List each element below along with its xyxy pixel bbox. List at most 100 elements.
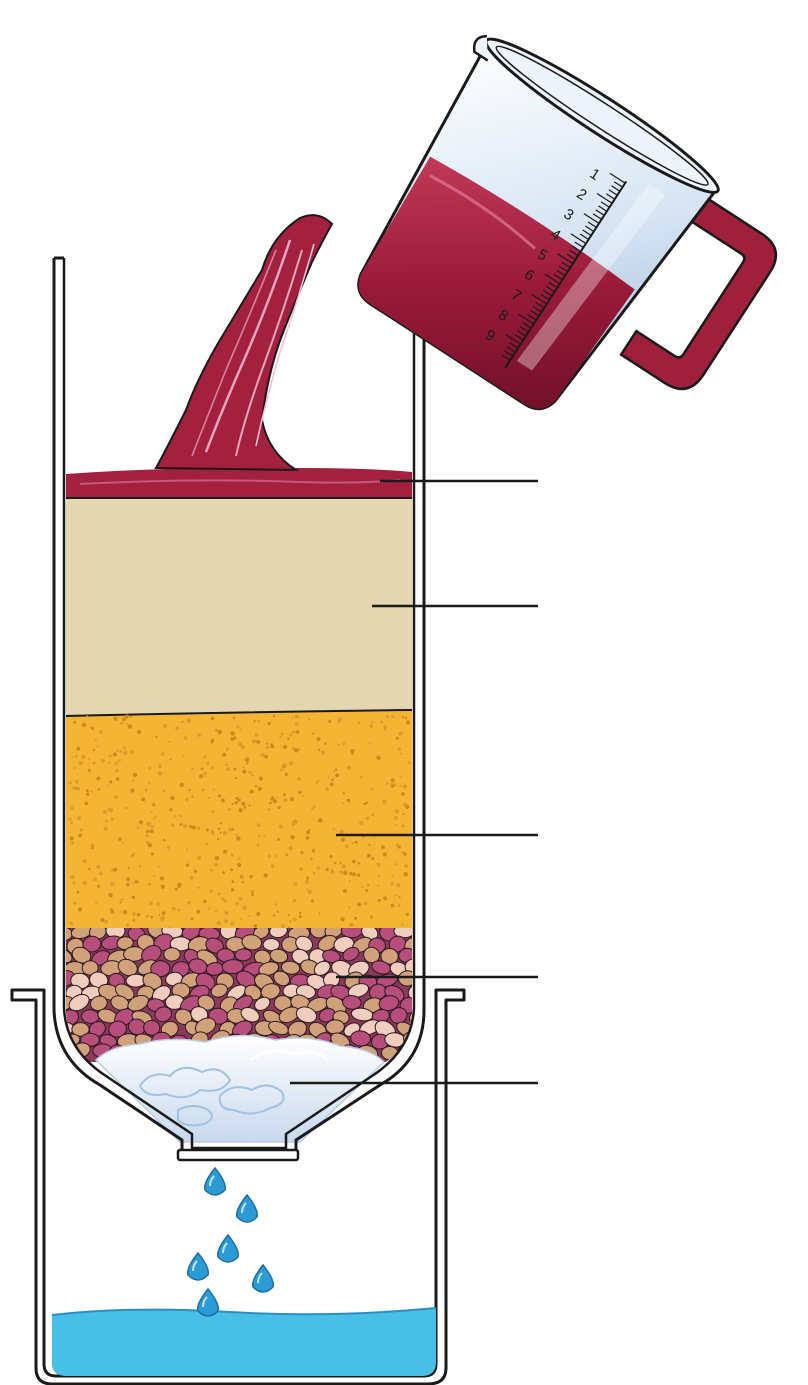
sand-grain: [340, 830, 344, 834]
sand-grain: [330, 783, 334, 787]
sand-grain: [73, 721, 76, 724]
sand-grain: [123, 746, 126, 749]
sand-grain: [248, 804, 250, 806]
sand-grain: [367, 884, 370, 887]
sand-grain: [223, 850, 227, 854]
sand-grain: [88, 868, 90, 870]
sand-grain: [86, 789, 89, 792]
sand-grain: [109, 755, 112, 758]
sand-grain: [340, 862, 342, 864]
sand-grain: [161, 752, 165, 756]
sand-grain: [215, 856, 219, 860]
sand-grain: [204, 775, 206, 777]
sand-grain: [91, 727, 94, 730]
sand-grain: [215, 910, 217, 912]
sand-grain: [109, 893, 113, 897]
sand-grain: [287, 738, 289, 740]
sand-grain: [370, 916, 373, 919]
sand-grain: [150, 811, 152, 813]
sand-grain: [299, 915, 302, 918]
sand-grain: [213, 789, 215, 791]
sand-grain: [107, 785, 109, 787]
sand-grain: [95, 738, 97, 740]
sand-grain: [96, 865, 100, 869]
pouring-stream: [156, 215, 332, 470]
sand-grain: [215, 729, 217, 731]
sand-grain: [343, 792, 345, 794]
sand-grain: [230, 868, 233, 871]
sand-grain: [328, 720, 331, 723]
sand-grain: [251, 774, 254, 777]
sand-grain: [298, 791, 301, 794]
sand-grain: [401, 851, 404, 854]
sand-grain: [285, 773, 288, 776]
sand-grain: [318, 818, 322, 822]
sand-grain: [268, 855, 271, 858]
sand-grain: [160, 876, 164, 880]
sand-grain: [233, 768, 236, 771]
sand-grain: [183, 824, 187, 828]
sand-grain: [139, 865, 142, 868]
sand-grain: [168, 741, 170, 743]
sand-grain: [186, 849, 188, 851]
sand-grain: [359, 821, 363, 825]
sand-grain: [386, 782, 389, 785]
sand-grain: [338, 717, 342, 721]
water-drop: [205, 1168, 226, 1195]
sand-grain: [283, 763, 287, 767]
sand-grain: [402, 824, 405, 827]
sand-grain: [128, 867, 130, 869]
sand-grain: [163, 789, 166, 792]
sand-grain: [281, 924, 285, 928]
sand-grain: [308, 890, 313, 895]
sand-grain: [175, 726, 179, 730]
sand-grain: [316, 783, 318, 785]
sand-grain: [319, 913, 321, 915]
sand-grain: [404, 872, 408, 876]
sand-grain: [76, 747, 80, 751]
sand-grain: [400, 753, 402, 755]
sand-grain: [335, 769, 337, 771]
sand-grain: [187, 901, 191, 905]
sand-grain: [88, 757, 90, 759]
sand-grain: [294, 748, 298, 752]
sand-grain: [392, 715, 395, 718]
sand-grain: [80, 828, 84, 832]
sand-grain: [139, 820, 143, 824]
sand-grain: [312, 733, 314, 735]
sand-grain: [205, 842, 208, 845]
sand-grain: [261, 753, 265, 757]
sand-grain: [162, 911, 166, 915]
sand-grain: [293, 882, 297, 886]
sand-grain: [289, 761, 294, 766]
sand-grain: [386, 715, 389, 718]
sand-grain: [97, 745, 99, 747]
sand-grain: [342, 802, 344, 804]
sand-grain: [306, 830, 310, 834]
sand-grain: [150, 829, 154, 833]
sand-grain: [237, 726, 240, 729]
sand-grain: [77, 816, 81, 820]
sand-grain: [175, 888, 178, 891]
sand-grain: [391, 904, 395, 908]
sand-grain: [400, 785, 402, 787]
sand-grain: [306, 836, 310, 840]
sand-grain: [145, 789, 148, 792]
sand-grain: [232, 828, 234, 830]
sand-grain: [308, 829, 310, 831]
sand-grain: [118, 838, 121, 841]
sand-grain: [153, 875, 155, 877]
sand-grain: [223, 831, 227, 835]
sand-grain: [231, 888, 234, 891]
sand-grain: [134, 880, 137, 883]
sand-grain: [211, 717, 215, 721]
sand-grain: [126, 883, 129, 886]
sand-grain: [238, 857, 241, 860]
sand-grain: [161, 885, 165, 889]
fine-sand-layer: [66, 496, 412, 716]
sand-grain: [321, 751, 325, 755]
sand-grain: [217, 730, 222, 735]
sand-grain: [70, 875, 74, 879]
sand-grain: [76, 787, 78, 789]
water-drop: [188, 1253, 209, 1280]
